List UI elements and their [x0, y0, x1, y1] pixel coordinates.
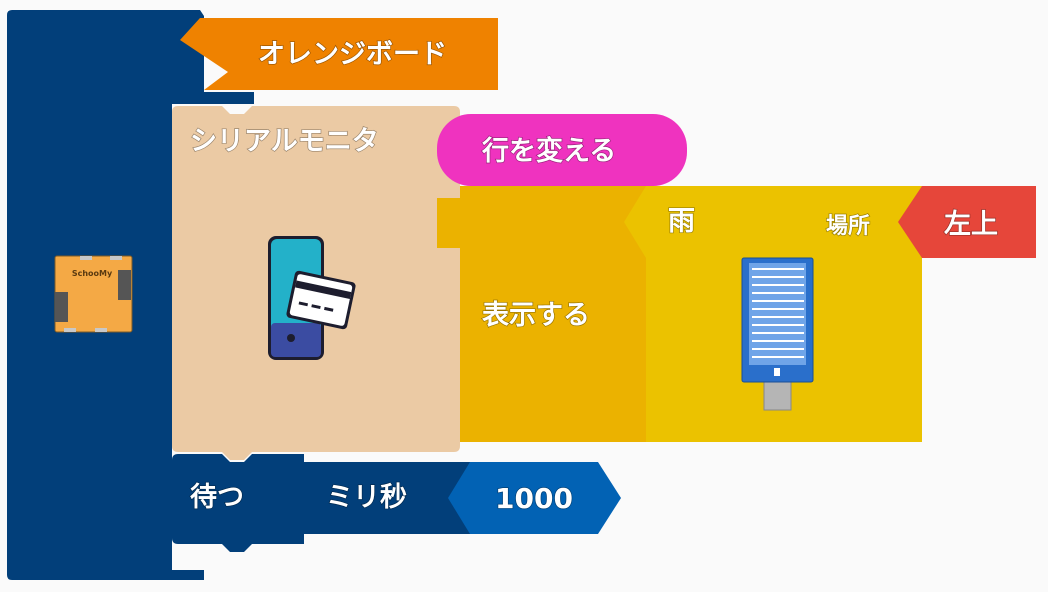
rain-sensor-block[interactable]: 雨 場所	[624, 186, 922, 442]
display-label: 表示する	[482, 300, 590, 331]
sensor-trace-line	[752, 340, 804, 342]
display-block[interactable]: 表示する	[437, 186, 646, 442]
sensor-trace-line	[752, 284, 804, 286]
smartphone-card-icon	[268, 236, 356, 360]
wait-block[interactable]: 待つ ミリ秒 1000	[172, 454, 621, 552]
sensor-trace-line	[752, 332, 804, 334]
position-label: 左上	[944, 209, 998, 240]
serial-monitor-label: シリアルモニタ	[190, 126, 379, 157]
serial-monitor-block[interactable]: シリアルモニタ	[172, 106, 460, 460]
board-chip-label: SchooMy	[72, 269, 113, 278]
wait-value: 1000	[495, 482, 573, 515]
wait-label: 待つ	[190, 482, 244, 513]
sensor-trace-line	[752, 356, 804, 358]
rain-sensor-icon	[741, 257, 814, 411]
board-header-label: オレンジボード	[258, 39, 447, 70]
position-block[interactable]: 左上	[898, 186, 1036, 258]
sensor-trace-line	[752, 276, 804, 278]
newline-label: 行を変える	[481, 135, 616, 167]
sensor-trace-line	[752, 324, 804, 326]
rain-sensor-label: 雨	[668, 206, 695, 237]
newline-block[interactable]: 行を変える	[437, 114, 687, 186]
sensor-trace-line	[752, 308, 804, 310]
sensor-trace-line	[752, 348, 804, 350]
wait-value-input[interactable]: 1000	[448, 462, 621, 534]
wait-unit-label: ミリ秒	[326, 482, 407, 513]
orange-board-icon: SchooMy	[54, 255, 133, 333]
rain-sensor-place-label: 場所	[826, 214, 870, 239]
board-header[interactable]: オレンジボード	[180, 18, 498, 90]
sensor-trace-line	[752, 316, 804, 318]
sensor-trace-line	[752, 268, 804, 270]
sensor-trace-line	[752, 292, 804, 294]
sensor-trace-line	[752, 300, 804, 302]
wait-unit-block[interactable]: ミリ秒	[282, 462, 470, 534]
board-block[interactable]: SchooMy	[7, 10, 254, 580]
